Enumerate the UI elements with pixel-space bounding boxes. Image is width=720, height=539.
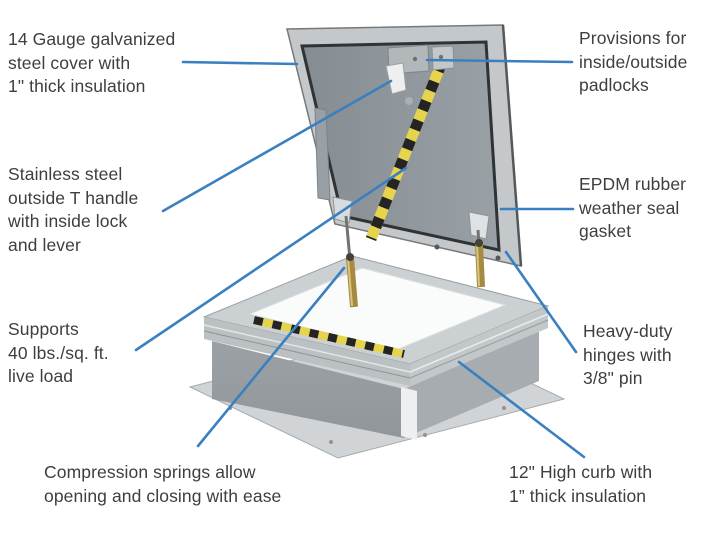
label-handle: Stainless steel outside T handle with in…	[8, 164, 139, 255]
rim-molding-right	[410, 306, 548, 386]
curb-front-right-face	[404, 331, 539, 438]
hazard-tape-rim	[253, 316, 405, 358]
rim-molding-left	[204, 317, 410, 386]
hatch-cover	[286, 24, 523, 267]
spring-bracket-right	[468, 211, 490, 240]
label-hinges: Heavy-duty hinges with 3/8" pin	[583, 321, 673, 388]
callout-line-hinges	[504, 250, 578, 354]
hinge-left	[434, 244, 440, 250]
label-load: Supports 40 lbs./sq. ft. live load	[8, 319, 109, 386]
hazard-stripe-bar	[365, 59, 448, 242]
label-springs: Compression springs allow opening and cl…	[44, 462, 282, 506]
callout-line-cover	[181, 60, 299, 66]
curb-front-left-face	[212, 341, 404, 438]
callout-line-handle	[161, 79, 393, 213]
callout-lines	[134, 58, 586, 459]
curb-base	[188, 255, 566, 459]
callout-line-curb	[457, 360, 586, 459]
inside-lock-handle	[385, 62, 407, 95]
cover-stiffener-channel	[314, 107, 331, 201]
callout-line-load	[134, 166, 408, 352]
label-curb: 12" High curb with 1” thick insulation	[509, 462, 653, 506]
callout-line-springs	[196, 266, 346, 448]
compression-spring-right	[475, 229, 485, 288]
label-padlocks: Provisions for inside/outside padlocks	[579, 28, 688, 95]
label-gasket: EPDM rubber weather seal gasket	[579, 174, 687, 241]
latch-assembly	[385, 44, 455, 105]
curb-corner-trim	[401, 387, 417, 440]
hinge-right	[495, 255, 501, 261]
cover-right-edge	[501, 24, 523, 267]
callout-line-padlocks	[425, 58, 574, 64]
label-cover: 14 Gauge galvanized steel cover with 1" …	[8, 29, 176, 96]
compression-spring-left	[344, 215, 358, 308]
